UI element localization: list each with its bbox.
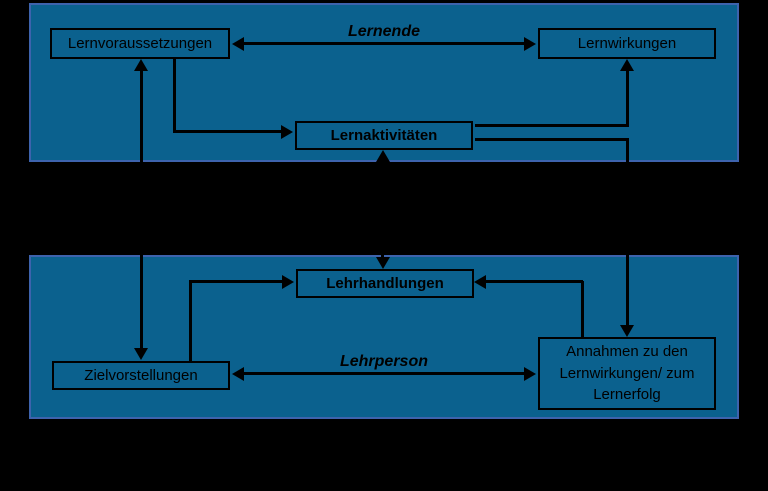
arrow-aktivitaeten-wirkungen-v [626, 70, 629, 127]
box-label: Annahmen zu den Lernwirkungen/ zum Lerne… [559, 342, 695, 404]
arrow-aktivitaeten-annahmen-h [475, 138, 629, 141]
arrowhead-down-icon [134, 348, 148, 360]
arrowhead-up-icon [376, 150, 390, 162]
edge-label-lehrperson: Lehrperson [339, 353, 428, 370]
box-lernwirkungen: Lernwirkungen [538, 28, 716, 59]
box-label: Lehrhandlungen [326, 274, 444, 292]
arrowhead-right-icon [524, 367, 536, 381]
arrowhead-left-icon [474, 275, 486, 289]
box-annahmen: Annahmen zu den Lernwirkungen/ zum Lerne… [538, 337, 716, 410]
arrow-lehrperson-line [243, 372, 524, 375]
arrow-aktivitaeten-wirkungen-h [475, 124, 629, 127]
arrow-voraussetzungen-aktivitaeten-h [173, 130, 281, 133]
arrow-aktivitaeten-handlungen-line [381, 160, 384, 258]
arrow-ziele-handlungen-v [189, 281, 192, 361]
arrowhead-right-icon [524, 37, 536, 51]
arrowhead-left-icon [232, 367, 244, 381]
arrowhead-left-icon [232, 37, 244, 51]
arrow-ziele-handlungen-h [189, 280, 282, 283]
box-label: Lernvoraussetzungen [67, 34, 213, 52]
arrow-voraussetzungen-aktivitaeten-v [173, 58, 176, 133]
arrow-voraussetzungen-ziele-line [140, 69, 143, 349]
box-label: Lernwirkungen [577, 34, 677, 52]
arrow-annahmen-handlungen-h [486, 280, 583, 283]
arrowhead-up-icon [620, 59, 634, 71]
arrowhead-right-icon [281, 125, 293, 139]
box-lernaktivitaeten: Lernaktivitäten [295, 121, 473, 150]
box-label: Lernaktivitäten [330, 126, 438, 144]
arrowhead-right-icon [282, 275, 294, 289]
arrow-annahmen-handlungen-v [581, 281, 584, 337]
arrowhead-down-icon [376, 257, 390, 269]
box-label: Zielvorstellungen [84, 366, 198, 384]
edge-label-lernende: Lernende [347, 23, 420, 40]
box-lehrhandlungen: Lehrhandlungen [296, 269, 474, 298]
arrow-lernende-line [243, 42, 524, 45]
arrowhead-down-icon [620, 325, 634, 337]
arrowhead-up-icon [134, 59, 148, 71]
arrow-aktivitaeten-annahmen-v [626, 138, 629, 325]
box-zielvorstellungen: Zielvorstellungen [52, 361, 230, 390]
box-lernvoraussetzungen: Lernvoraussetzungen [50, 28, 230, 59]
